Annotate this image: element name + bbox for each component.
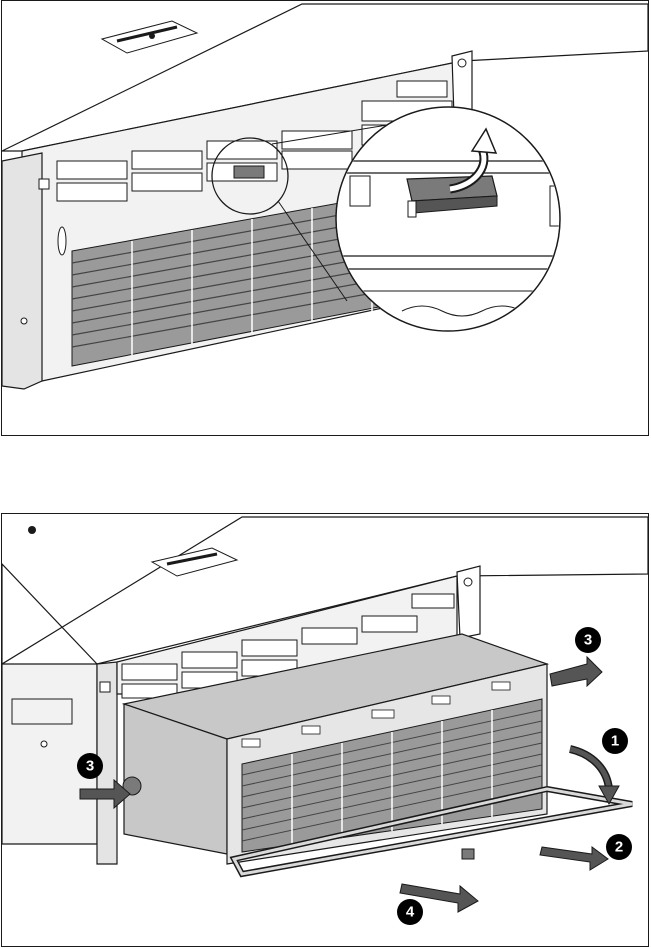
push-arrow-right-icon	[550, 657, 602, 686]
bottom-illustration-panel: 1 2 3 3 4	[1, 513, 649, 947]
callout-1-label: 1	[611, 733, 619, 750]
callout-3-left-label: 3	[86, 758, 94, 775]
callout-2: 2	[606, 834, 632, 860]
callout-2-label: 2	[615, 839, 623, 856]
pull-arrow-2-icon	[540, 847, 608, 870]
callout-3-right: 3	[575, 627, 601, 653]
bottom-illustration: 1 2 3 3 4	[2, 514, 648, 946]
top-illustration	[2, 1, 648, 435]
callout-3-left: 3	[77, 753, 103, 779]
callout-4-label: 4	[406, 904, 415, 921]
top-illustration-panel	[1, 0, 649, 436]
callout-3-right-label: 3	[584, 632, 592, 649]
callout-1: 1	[602, 728, 628, 754]
callout-4: 4	[397, 899, 423, 925]
lid-label-plate	[102, 21, 197, 53]
